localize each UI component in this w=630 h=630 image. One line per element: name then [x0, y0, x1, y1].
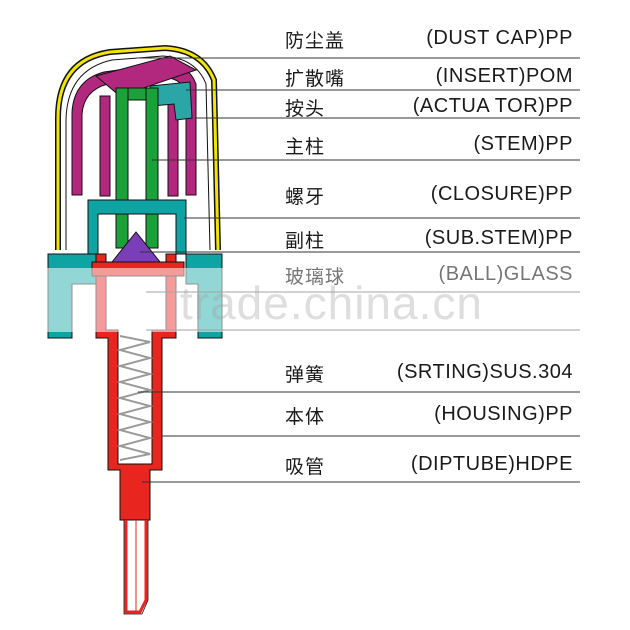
watermark: trade.china.cn — [180, 277, 483, 329]
actuator-top — [94, 55, 198, 97]
part-label-ball: 玻璃球 (BALL)GLASS — [285, 262, 573, 292]
part-name-en: (BALL)GLASS — [438, 263, 573, 285]
part-name-cn: 主柱 — [285, 136, 326, 158]
stem-right — [145, 87, 159, 249]
part-label-obscured — [285, 308, 573, 338]
part-name-cn: 副柱 — [285, 230, 326, 252]
stem-upper — [127, 87, 147, 101]
part-label-sub-stem: 副柱 (SUB.STEM)PP — [285, 226, 573, 256]
part-name-en: (INSERT)POM — [435, 65, 573, 87]
part-label-insert: 扩散嘴 (INSERT)POM — [285, 64, 573, 94]
stem-left — [115, 87, 129, 249]
part-label-stem: 主柱 (STEM)PP — [285, 132, 573, 162]
part-name-cn: 玻璃球 — [285, 266, 346, 288]
dip-tube-outline — [123, 520, 149, 615]
part-name-en: (SUB.STEM)PP — [424, 227, 573, 249]
housing — [95, 253, 177, 521]
part-name-en: (ACTUA TOR)PP — [412, 95, 573, 117]
watermark-band — [0, 268, 630, 332]
dust-cap-fill — [56, 46, 220, 251]
part-name-en: (DIPTUBE)HDPE — [410, 453, 573, 475]
part-name-cn: 本体 — [285, 406, 326, 428]
part-name-cn: 扩散嘴 — [285, 68, 346, 90]
part-label-spring: 弹簧 (SRTING)SUS.304 — [285, 360, 573, 390]
spring — [116, 335, 154, 461]
part-label-actuator: 按头 (ACTUA TOR)PP — [285, 94, 573, 124]
part-label-diptube: 吸管 (DIPTUBE)HDPE — [285, 452, 573, 482]
part-name-cn: 吸管 — [285, 456, 326, 478]
actuator-skirt — [99, 95, 111, 197]
part-name-cn: 防尘盖 — [285, 30, 346, 52]
part-name-cn: 螺牙 — [285, 186, 326, 208]
part-name-en: (DUST CAP)PP — [426, 27, 573, 49]
part-name-cn: 按头 — [285, 98, 326, 120]
part-label-closure: 螺牙 (CLOSURE)PP — [285, 182, 573, 212]
part-name-en: (STEM)PP — [473, 133, 573, 155]
part-name-en: (CLOSURE)PP — [430, 183, 573, 205]
part-name-en: (HOUSING)PP — [434, 403, 573, 425]
dust-cap-inner — [65, 55, 211, 251]
dip-tube — [124, 520, 148, 614]
part-name-cn: 弹簧 — [285, 364, 326, 386]
part-name-en: (SRTING)SUS.304 — [396, 361, 573, 383]
part-label-housing: 本体 (HOUSING)PP — [285, 402, 573, 432]
part-label-dust-cap: 防尘盖 (DUST CAP)PP — [285, 26, 573, 56]
actuator — [71, 63, 197, 196]
